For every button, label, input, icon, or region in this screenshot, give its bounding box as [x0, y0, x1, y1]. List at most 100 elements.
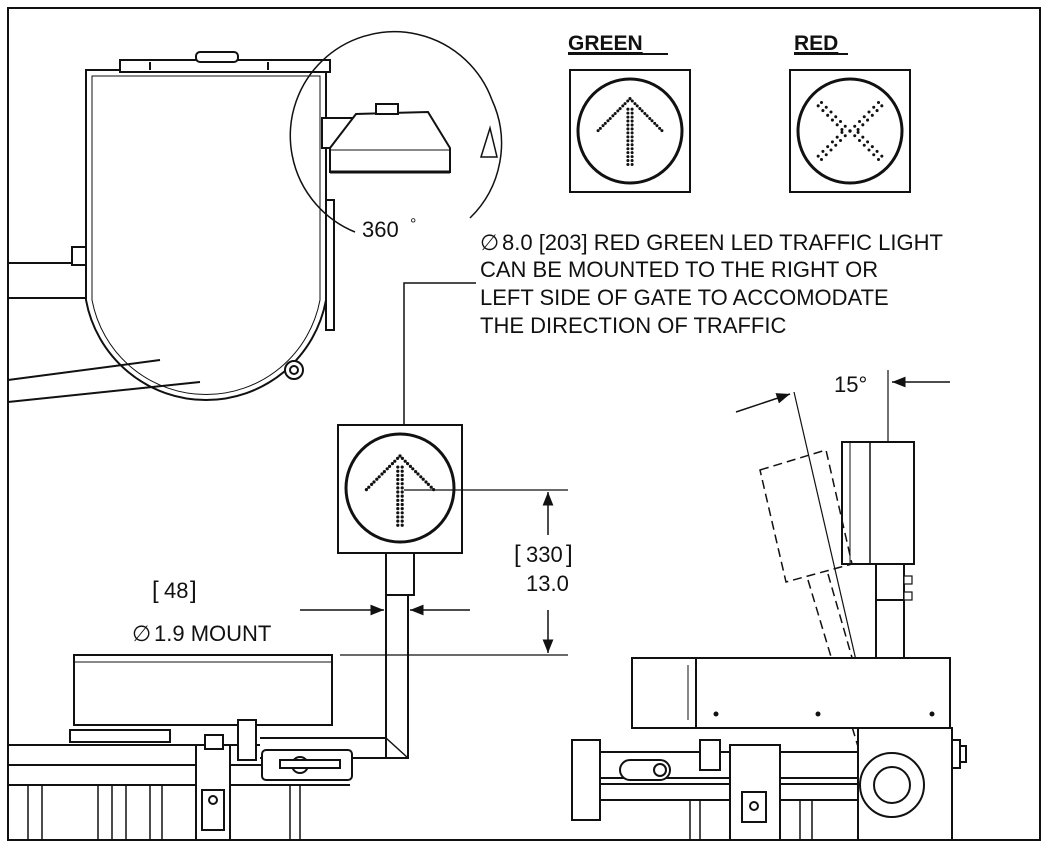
- rotation-arc: [289, 30, 503, 233]
- led-dot: [645, 114, 649, 118]
- led-dot: [816, 154, 820, 158]
- led-dot: [819, 100, 824, 105]
- led-dot: [630, 147, 634, 151]
- led-dot: [380, 472, 384, 476]
- led-dot: [630, 127, 634, 131]
- traffic-light-side-view: [841, 441, 915, 801]
- led-dot: [626, 159, 630, 163]
- led-dot: [843, 134, 847, 138]
- led-dot: [400, 507, 404, 511]
- led-dot: [372, 480, 376, 484]
- led-dot: [598, 126, 602, 130]
- led-dot: [626, 111, 630, 115]
- led-dot: [655, 124, 659, 128]
- led-dot: [840, 130, 844, 134]
- led-dot: [601, 124, 605, 128]
- led-dot: [396, 523, 400, 527]
- led-dot: [856, 128, 860, 132]
- led-dot: [653, 121, 657, 125]
- height-imperial: 13.0: [526, 571, 569, 596]
- led-dot: [838, 138, 843, 143]
- led-dot: [643, 112, 647, 116]
- led-dot: [834, 115, 838, 119]
- led-dot: [824, 105, 828, 109]
- led-dot: [626, 123, 630, 127]
- led-dot: [400, 473, 404, 477]
- led-dot: [630, 151, 634, 155]
- led-dot: [872, 105, 876, 109]
- led-dot: [630, 143, 634, 147]
- rotation-label: 360: [362, 217, 399, 242]
- led-dot: [834, 143, 838, 147]
- led-dot: [628, 97, 632, 101]
- led-dot: [626, 119, 630, 123]
- led-dot: [396, 486, 400, 490]
- led-dot: [626, 135, 630, 139]
- callout-line-1: 8.0 [203] RED GREEN LED TRAFFIC LIGHT: [502, 230, 943, 255]
- led-dot: [621, 104, 625, 108]
- green-up-arrow-icon: [576, 77, 684, 185]
- led-dot: [648, 116, 652, 120]
- led-dot: [819, 157, 824, 162]
- led-dot: [626, 155, 630, 159]
- led-dot: [630, 99, 634, 103]
- led-dot: [626, 107, 630, 111]
- led-dot: [400, 477, 404, 482]
- svg-text:]: ]: [190, 577, 197, 604]
- led-dot: [400, 456, 404, 460]
- led-dot: [830, 140, 834, 144]
- led-dot: [396, 465, 400, 469]
- led-dot: [829, 148, 833, 152]
- led-dot: [870, 145, 874, 149]
- led-dot: [861, 135, 865, 139]
- led-dot: [426, 482, 430, 486]
- led-dot: [638, 107, 642, 111]
- led-dot: [421, 477, 425, 481]
- drawing-border: [7, 7, 1041, 841]
- svg-text:[: [: [152, 577, 159, 604]
- led-dot: [660, 129, 664, 133]
- callout-line-4: THE DIRECTION OF TRAFFIC: [480, 313, 786, 338]
- led-dot: [856, 130, 860, 134]
- traffic-light-head-top-view: [321, 103, 451, 174]
- led-dot: [596, 129, 600, 133]
- led-dot: [393, 459, 397, 463]
- led-dot: [640, 109, 644, 113]
- led-dot: [857, 119, 862, 124]
- callout-diameter-symbol: ∅: [480, 230, 499, 255]
- led-dot: [396, 507, 400, 511]
- led-dot: [408, 464, 412, 468]
- led-dot: [630, 107, 634, 111]
- led-dot: [396, 498, 400, 502]
- led-dot: [633, 102, 637, 106]
- led-dot: [876, 100, 881, 105]
- led-dot: [424, 480, 428, 484]
- gate-base-side-view: [571, 657, 967, 841]
- led-dot: [606, 119, 610, 123]
- led-dot: [400, 494, 404, 498]
- led-dot: [630, 155, 634, 159]
- led-dot: [611, 114, 615, 118]
- led-dot: [626, 162, 630, 167]
- led-dot: [406, 462, 410, 466]
- led-dot: [626, 143, 630, 147]
- led-dot: [650, 119, 654, 123]
- led-dot: [396, 494, 400, 498]
- rotation-degree-symbol: °: [410, 216, 416, 233]
- led-dot: [388, 464, 392, 468]
- svg-text:[: [: [514, 541, 521, 568]
- led-dot: [826, 145, 830, 149]
- led-dot: [400, 502, 404, 507]
- led-dot: [603, 121, 607, 125]
- led-dot: [396, 482, 400, 486]
- led-dot: [396, 502, 400, 507]
- led-dot: [396, 490, 400, 494]
- led-dot: [396, 473, 400, 477]
- led-dot: [396, 519, 400, 523]
- led-dot: [857, 138, 862, 143]
- led-dot: [396, 515, 400, 519]
- led-dot: [630, 159, 634, 163]
- led-dot: [623, 102, 627, 106]
- led-dot: [375, 477, 379, 481]
- led-dot: [630, 115, 634, 119]
